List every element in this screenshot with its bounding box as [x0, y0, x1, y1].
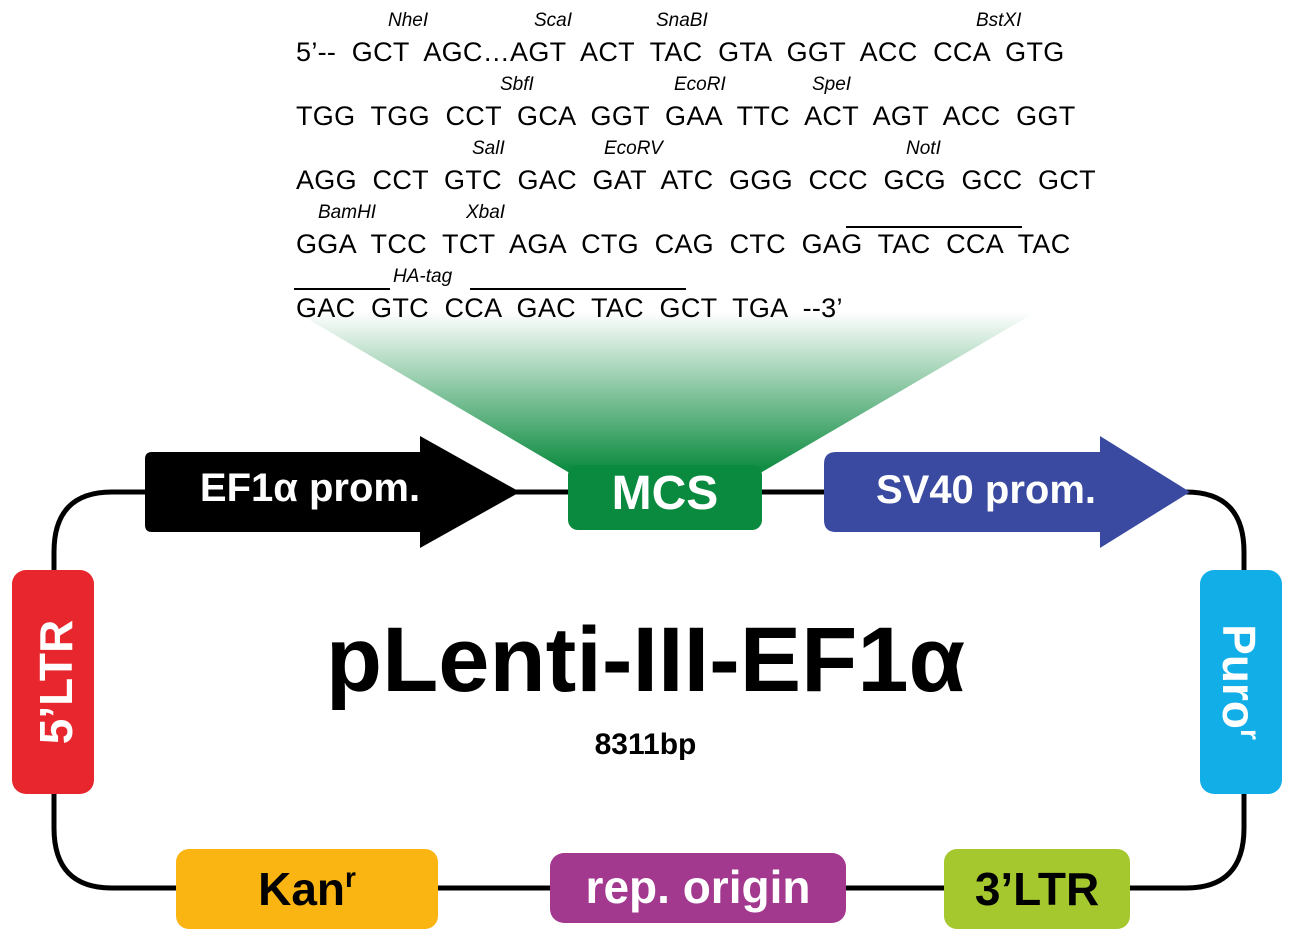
site-ecori: EcoRI	[674, 74, 726, 95]
plasmid-name: pLenti-III-EF1α	[325, 609, 966, 711]
rep-origin-box	[550, 853, 846, 923]
sequence-line-2: TGG TGG CCT GCA GGT GAA TTC ACT AGT ACC …	[296, 101, 1076, 131]
site-bstxi: BstXI	[976, 10, 1022, 31]
puro-box	[1200, 570, 1282, 794]
mcs-funnel	[296, 312, 1036, 472]
sequence-line-3: AGG CCT GTC GAC GAT ATC GGG CCC GCG GCC …	[296, 165, 1096, 195]
mcs-label: MCS	[611, 467, 719, 520]
ef1a-promoter-arrow	[145, 436, 520, 548]
sequence-line-5: GAC GTC CCA GAC TAC GCT TGA --3’	[296, 293, 843, 323]
ha-tag-overline-2a	[294, 288, 390, 290]
site-xbai: XbaI	[466, 202, 506, 223]
sv40-promoter-arrow	[824, 436, 1190, 548]
plasmid-size: 8311bp	[594, 728, 697, 761]
site-noti: NotI	[906, 138, 941, 159]
kan-box	[176, 849, 438, 929]
site-snabi: SnaBI	[656, 10, 708, 31]
sequence-line-1: 5’-- GCT AGC…AGT ACT TAC GTA GGT ACC CCA…	[296, 37, 1065, 67]
ha-tag-label: HA-tag	[393, 266, 453, 287]
site-sali: SalI	[472, 138, 505, 159]
ltr3-box	[944, 849, 1130, 929]
kan-label: Kanr	[176, 862, 438, 916]
site-scai: ScaI	[534, 10, 573, 31]
sv40-label: SV40 prom.	[875, 468, 1097, 512]
kan-label-sup: r	[345, 862, 356, 893]
mcs-box	[568, 465, 762, 530]
site-ecorv: EcoRV	[604, 138, 663, 159]
sequence-line-4: GGA TCC TCT AGA CTG CAG CTC GAG TAC CCA …	[296, 229, 1071, 259]
ha-tag-overline-2b	[470, 288, 686, 290]
site-sbfi: SbfI	[500, 74, 534, 95]
kan-label-text: Kan	[258, 863, 345, 915]
ltr5-box	[12, 570, 94, 794]
site-nhei: NheI	[388, 10, 429, 31]
ef1a-label: EF1α prom.	[199, 466, 421, 510]
puro-label: Puror	[1213, 624, 1266, 740]
rep-origin-label: rep. origin	[585, 861, 811, 913]
site-bamhi: BamHI	[318, 202, 377, 223]
site-spei: SpeI	[812, 74, 852, 95]
puro-label-sup: r	[1235, 729, 1266, 740]
ltr3-label: 3’LTR	[974, 863, 1100, 915]
ltr5-label: 5’LTR	[30, 620, 82, 744]
puro-label-text: Puro	[1213, 624, 1265, 729]
ha-tag-overline-1	[846, 226, 1022, 228]
